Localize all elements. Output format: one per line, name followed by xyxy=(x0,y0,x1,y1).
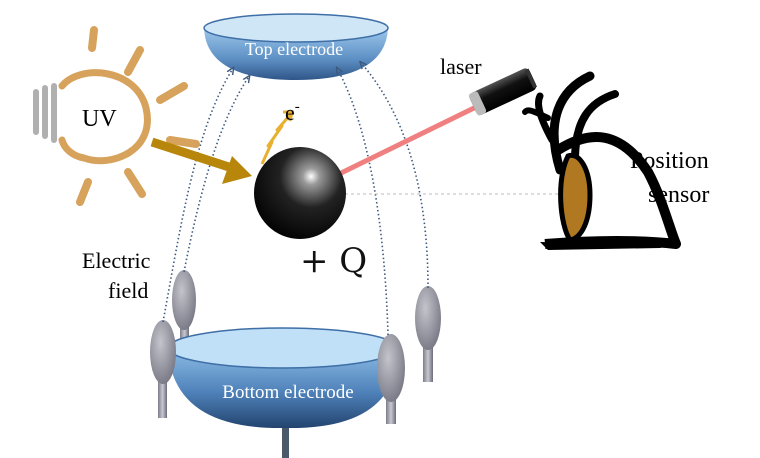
charged-sphere xyxy=(254,147,346,239)
uv-label: UV xyxy=(82,106,117,132)
light-bulb-icon xyxy=(33,26,200,206)
bottom-electrode: Bottom electrode xyxy=(167,327,399,458)
position-sensor-label-line1: Position xyxy=(630,148,709,174)
rear-support-post-right xyxy=(415,286,441,382)
spark-icon xyxy=(260,110,294,165)
electron-label: e- xyxy=(285,99,300,125)
field-line-3 xyxy=(338,70,389,336)
charge-label: + Q xyxy=(300,241,367,281)
laser-pointer-icon xyxy=(468,68,538,116)
front-support-post-right xyxy=(377,334,405,424)
field-line-1 xyxy=(162,70,232,323)
uv-arrow xyxy=(150,137,252,184)
bottom-electrode-label: Bottom electrode xyxy=(222,382,353,403)
electric-field-label-line2: field xyxy=(108,278,148,303)
front-support-post-left xyxy=(150,320,176,418)
field-line-4 xyxy=(362,64,429,289)
position-sensor-label-line2: sensor xyxy=(648,182,709,208)
top-electrode: Top electrode xyxy=(203,13,389,80)
electric-field-lines xyxy=(162,64,429,336)
laser-label: laser xyxy=(440,54,482,79)
top-electrode-label: Top electrode xyxy=(245,39,343,59)
laser-beam xyxy=(332,105,477,179)
electric-field-label-line1: Electric xyxy=(82,248,151,273)
eye-icon xyxy=(522,71,681,250)
